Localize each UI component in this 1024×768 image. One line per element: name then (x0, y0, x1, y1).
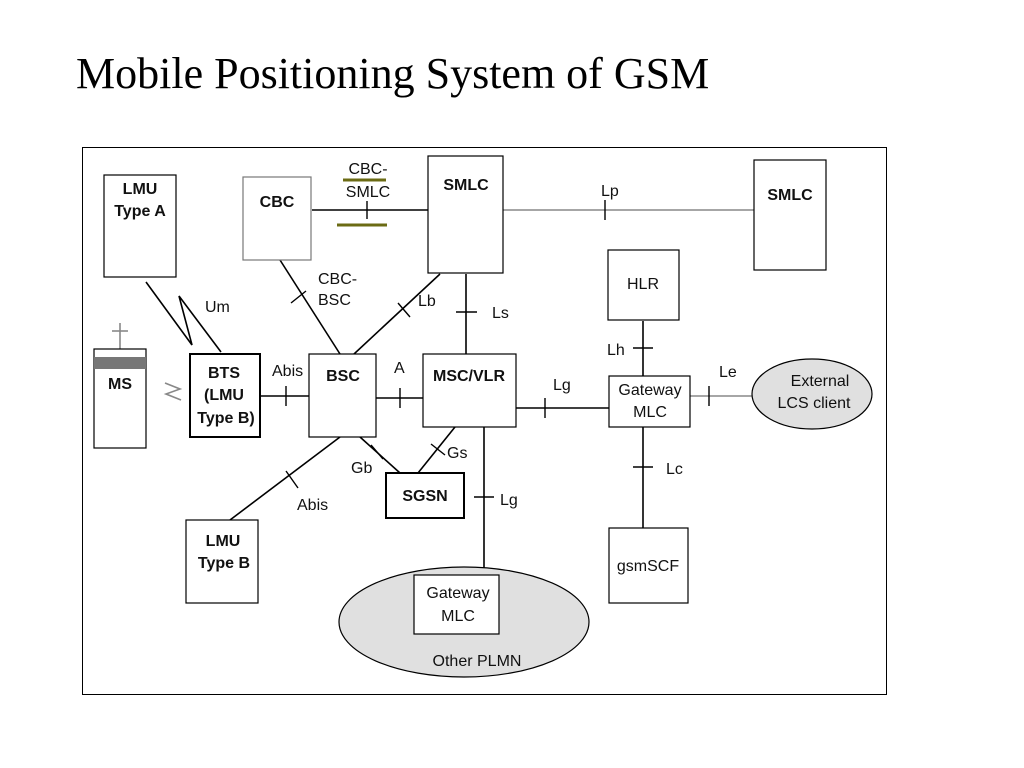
svg-text:gsmSCF: gsmSCF (617, 558, 679, 575)
label-gs: Gs (447, 445, 467, 462)
label-cbc-bsc-line2: BSC (318, 292, 351, 309)
svg-text:SGSN: SGSN (402, 488, 447, 505)
label-le: Le (719, 364, 737, 381)
node-gateway-mlc-line1: Gateway (618, 382, 681, 399)
node-lmu-type-b-line2: Type B (198, 555, 250, 572)
label-lh: Lh (607, 342, 625, 359)
node-gateway-mlc-other-line2: MLC (441, 608, 475, 625)
node-ms: MS (93, 348, 147, 449)
label-cbc-smlc: CBC- SMLC (337, 161, 390, 227)
node-other-plmn-label: Other PLMN (433, 653, 522, 670)
svg-text:SMLC: SMLC (767, 187, 813, 204)
svg-text:MSC/VLR: MSC/VLR (433, 368, 505, 385)
link-bsc-lmu-b-abis (229, 436, 341, 521)
cbc-smlc-line1: CBC- (348, 161, 387, 178)
cbc-smlc-line2: SMLC (346, 184, 390, 201)
svg-text:CBC: CBC (260, 194, 295, 211)
node-gateway-mlc: Gateway MLC (608, 375, 691, 428)
node-external-lcs-client: External LCS client (751, 358, 873, 430)
node-lmu-type-a-line2: Type A (114, 203, 166, 220)
link-cbc-bsc (279, 259, 341, 355)
node-bts-line1: BTS (208, 365, 240, 382)
svg-text:SMLC: SMLC (443, 177, 489, 194)
ms-band (94, 357, 146, 369)
interface-labels: Lp Um CBC- BSC Lb Ls Lh Abis A Lg Le Gs … (205, 183, 737, 514)
label-abis-bottom: Abis (297, 497, 328, 514)
node-sgsn: SGSN (385, 472, 465, 519)
node-bts-line2: (LMU (204, 387, 244, 404)
node-bts-line3: Type B) (197, 410, 254, 427)
node-lmu-type-a-line1: LMU (123, 181, 158, 198)
label-gb: Gb (351, 460, 372, 477)
interface-ticks (285, 200, 710, 498)
node-external-line1: External (791, 373, 850, 390)
link-smlc-bsc-lb (353, 273, 441, 355)
node-smlc: SMLC (427, 155, 504, 274)
label-um: Um (205, 299, 230, 316)
diagram-frame (82, 147, 887, 695)
link-lmu-a-bts-um (145, 281, 222, 353)
slide-title: Mobile Positioning System of GSM (76, 49, 710, 98)
node-smlc-remote: SMLC (753, 159, 827, 271)
node-bts: BTS (LMU Type B) (189, 353, 261, 438)
node-gateway-mlc-line2: MLC (633, 404, 667, 421)
node-gateway-mlc-other-line1: Gateway (426, 585, 489, 602)
label-abis-top: Abis (272, 363, 303, 380)
label-lp: Lp (601, 183, 619, 200)
label-lc: Lc (666, 461, 683, 478)
label-ls: Ls (492, 305, 509, 322)
node-hlr: HLR (607, 249, 680, 321)
node-gsmscf: gsmSCF (608, 527, 689, 604)
svg-text:BSC: BSC (326, 368, 360, 385)
node-external-line2: LCS client (778, 395, 851, 412)
label-lg-bottom: Lg (500, 492, 518, 509)
svg-text:HLR: HLR (627, 276, 659, 293)
label-cbc-bsc-line1: CBC- (318, 271, 357, 288)
node-bsc: BSC (308, 353, 377, 438)
svg-text:MS: MS (108, 376, 132, 393)
node-lmu-type-b-line1: LMU (206, 533, 241, 550)
label-lb: Lb (418, 293, 436, 310)
node-msc-vlr: MSC/VLR (422, 353, 517, 428)
node-lmu-type-a: LMU Type A (103, 174, 177, 278)
label-a: A (394, 360, 405, 377)
node-cbc: CBC (242, 176, 312, 261)
label-lg-right: Lg (553, 377, 571, 394)
node-lmu-type-b: LMU Type B (185, 519, 259, 604)
ms-radio-symbol (163, 382, 183, 401)
link-msc-sgsn-gs (417, 426, 456, 474)
node-gateway-mlc-other: Gateway MLC (413, 574, 500, 635)
